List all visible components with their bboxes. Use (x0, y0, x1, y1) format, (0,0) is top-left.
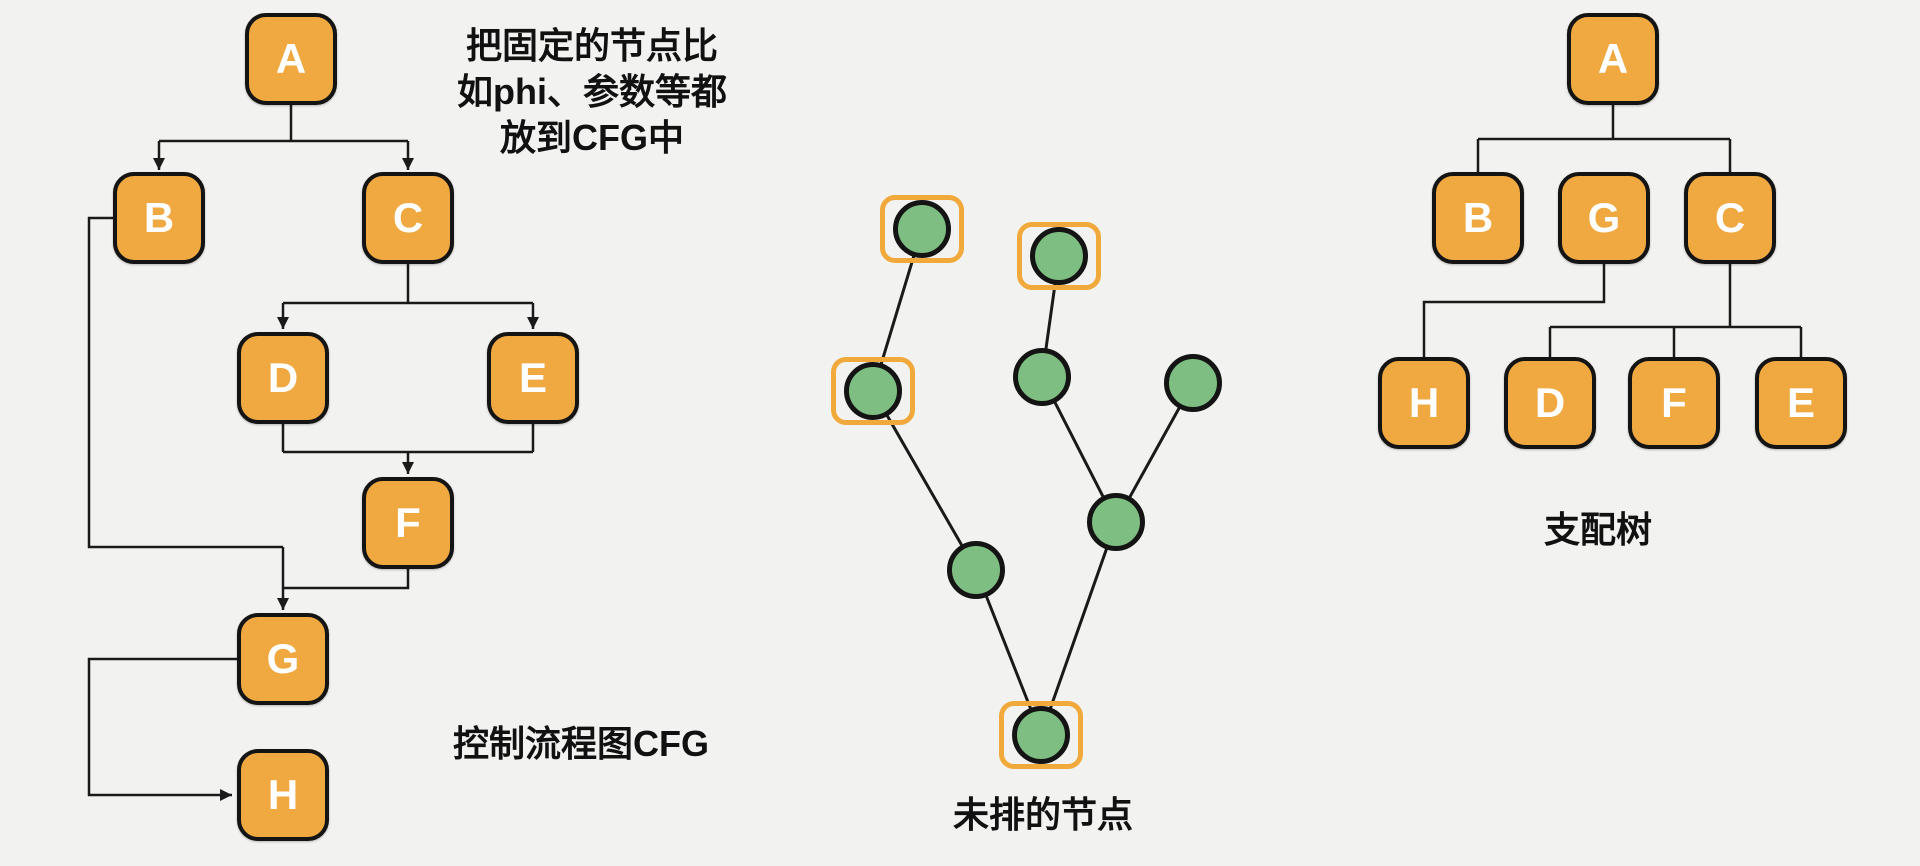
cfg-node-f: F (362, 477, 454, 569)
unscheduled-node-7 (947, 541, 1005, 599)
domtree-node-b: B (1432, 172, 1524, 264)
highlight-box-3 (831, 357, 915, 425)
unscheduled-node-3 (844, 362, 902, 420)
domtree-node-c: C (1684, 172, 1776, 264)
cfg-node-e: E (487, 332, 579, 424)
unscheduled-node-5 (1164, 354, 1222, 412)
domtree-node-f: F (1628, 357, 1720, 449)
cfg-arrow-into-h (87, 657, 237, 801)
highlight-box-8 (999, 701, 1083, 769)
domtree-node-d: D (1504, 357, 1596, 449)
unscheduled-edge-lines (871, 228, 1195, 736)
unscheduled-caption: 未排的节点 (952, 794, 1134, 835)
domtree-node-e: E (1755, 357, 1847, 449)
domtree-node-h: H (1378, 357, 1470, 449)
domtree-edge-lines (1422, 105, 1803, 358)
cfg-annotation-line-3: 放到CFG中 (499, 117, 684, 158)
domtree-caption: 支配树 (1543, 509, 1653, 550)
cfg-annotation-line-2: 如phi、参数等都 (457, 71, 727, 112)
cfg-node-h: H (237, 749, 329, 841)
cfg-annotation: 把固定的节点比 如phi、参数等都 放到CFG中 (457, 23, 727, 161)
domtree-node-g: G (1558, 172, 1650, 264)
cfg-node-g: G (237, 613, 329, 705)
domtree-node-a: A (1567, 13, 1659, 105)
cfg-node-b: B (113, 172, 205, 264)
unscheduled-node-2 (1030, 227, 1088, 285)
highlight-box-2 (1017, 222, 1101, 290)
unscheduled-node-6 (1087, 493, 1145, 551)
highlight-box-1 (880, 195, 964, 263)
cfg-node-d: D (237, 332, 329, 424)
cfg-node-a: A (245, 13, 337, 105)
cfg-annotation-line-1: 把固定的节点比 (465, 25, 719, 66)
unscheduled-node-1 (893, 200, 951, 258)
unscheduled-node-8 (1012, 706, 1070, 764)
unscheduled-node-4 (1013, 348, 1071, 406)
cfg-node-c: C (362, 172, 454, 264)
cfg-caption: 控制流程图CFG (453, 723, 709, 764)
